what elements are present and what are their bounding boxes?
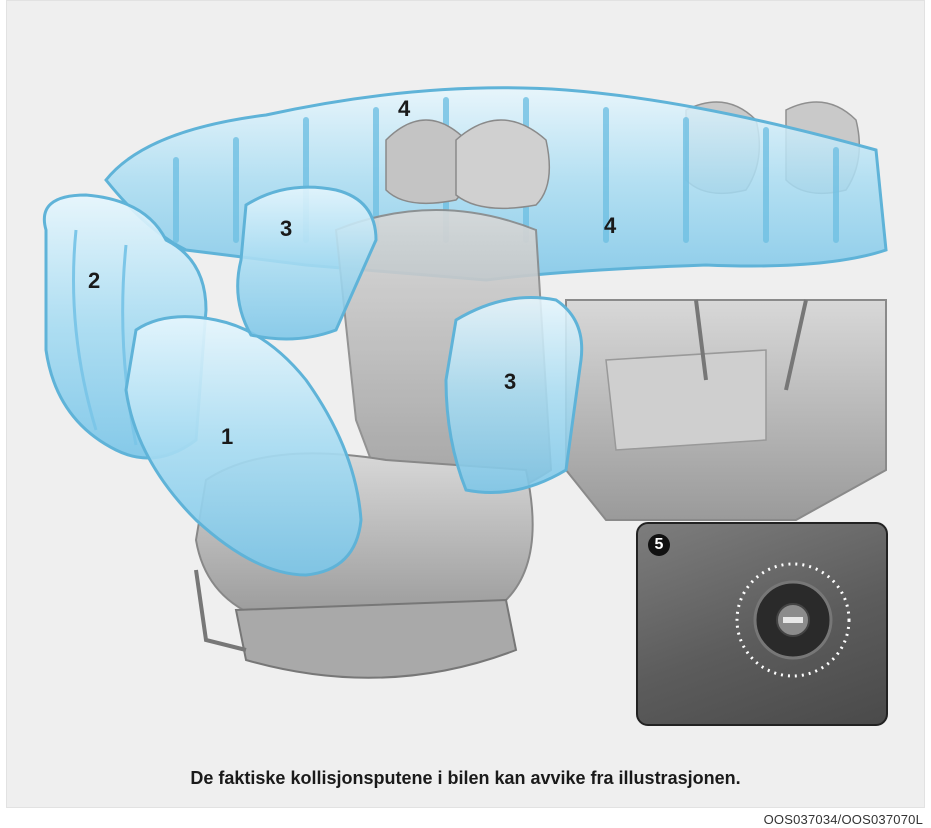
label-4-rear: 4 <box>604 213 617 238</box>
caption: De faktiske kollisjonsputene i bilen kan… <box>6 768 925 789</box>
inset-number-badge: 5 <box>648 534 670 556</box>
image-code: OOS037034/OOS037070L <box>764 812 923 827</box>
key-slot-bar <box>783 617 803 623</box>
label-3-rear: 3 <box>280 216 292 241</box>
driver-airbag <box>126 317 361 575</box>
label-1: 1 <box>221 424 233 449</box>
airbag-switch-inset: 5 <box>636 522 888 726</box>
label-4-front: 4 <box>398 96 411 121</box>
side-airbag-front <box>446 298 582 493</box>
label-2: 2 <box>88 268 100 293</box>
airbag-switch-svg <box>638 524 888 726</box>
label-3-front: 3 <box>504 369 516 394</box>
